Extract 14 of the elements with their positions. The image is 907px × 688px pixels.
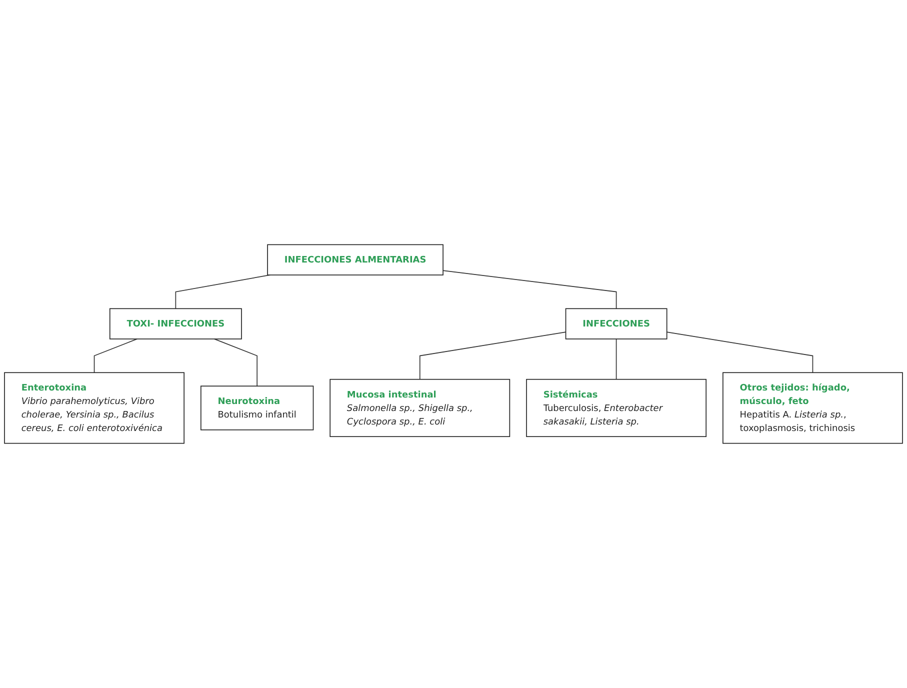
node-box: TOXI- INFECCIONES (109, 308, 242, 340)
node-box: Mucosa intestinal Salmonella sp., Shigella sp., Cyclospora sp., E. coli (330, 378, 510, 438)
connector (94, 338, 138, 374)
connector (419, 332, 566, 380)
node-box: Otros tejidos: hígado, músculo, feto Hepatitis A. Listeria sp., toxoplasmosis, trichinosis (722, 372, 903, 444)
connector (442, 270, 617, 310)
connector (175, 274, 271, 310)
node-box: Enterotoxina Vibrio parahemolyticus, Vibro cholerae, Yersinia sp., Bacilus cereus, E. coli enterotoxivénica (4, 372, 184, 444)
node-box: Neurotoxina Botulismo infantil (200, 386, 314, 430)
connector (666, 332, 814, 374)
node-box: Sistémicas Tuberculosis, Enterobacter sakasakii, Listeria sp. (526, 378, 707, 438)
connector (616, 338, 617, 380)
node-box: INFECCIONES (565, 308, 668, 340)
node-box: INFECCIONES ALMENTARIAS (267, 244, 444, 276)
